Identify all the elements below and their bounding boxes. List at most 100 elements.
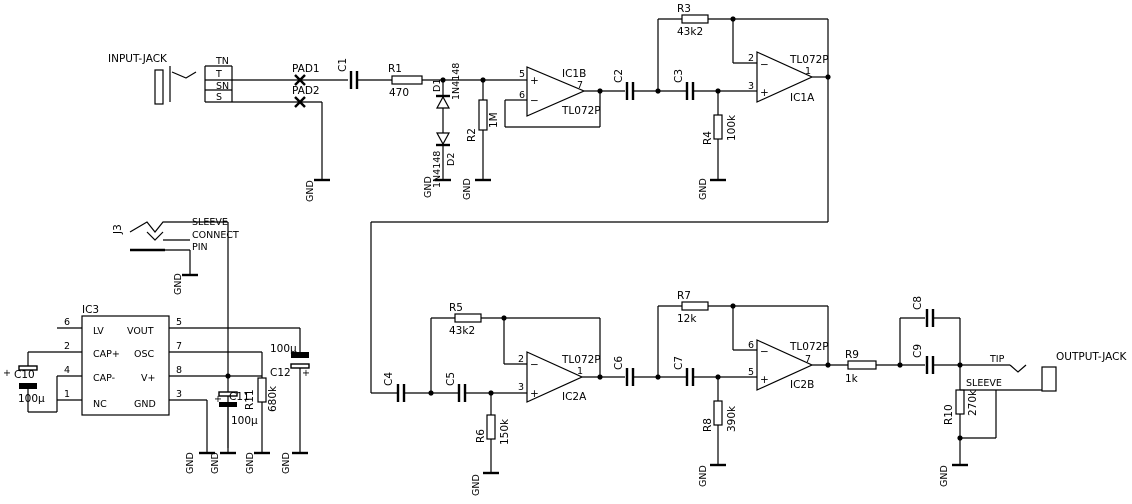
ic1b-pin7: 7 xyxy=(577,80,583,91)
c4-label: C4 xyxy=(383,372,395,386)
r3-label: R3 xyxy=(677,3,691,15)
ic3-pin7: 7 xyxy=(176,341,182,352)
pad2-label: PAD2 xyxy=(292,85,320,97)
c10-plus: + xyxy=(3,368,11,379)
output-jack-label: OUTPUT-JACK xyxy=(1056,351,1127,363)
c11-value: 100µ xyxy=(231,415,258,427)
r1-value: 470 xyxy=(389,87,409,99)
ic3-lv: LV xyxy=(93,326,104,337)
r4-value: 100k xyxy=(726,114,738,141)
c6-label: C6 xyxy=(613,356,625,370)
r7-label: R7 xyxy=(677,290,691,302)
d2-label: D2 xyxy=(446,153,457,166)
gnd-label-r8: GND xyxy=(698,465,709,487)
c10-label: C10 xyxy=(14,369,35,381)
ic1b-opamp xyxy=(504,66,625,128)
d2-diode xyxy=(435,132,451,147)
c8-label: C8 xyxy=(912,296,924,310)
ic2a-plus: + xyxy=(530,388,539,400)
ic1b-pin6: 6 xyxy=(519,90,525,101)
c11-label: C11 xyxy=(229,391,250,403)
r8-value: 390k xyxy=(726,405,738,432)
ic1a-minus: − xyxy=(760,59,769,71)
r5-label: R5 xyxy=(449,302,463,314)
gnd-label-r11: GND xyxy=(245,452,256,474)
gnd-label-c11: GND xyxy=(210,452,221,474)
ic3-pin2: 2 xyxy=(64,341,70,352)
ic1a-plus: + xyxy=(760,87,769,99)
ic3-pin4: 4 xyxy=(64,365,70,376)
ic2b-opamp xyxy=(732,306,848,391)
ic2b-pin6: 6 xyxy=(748,340,754,351)
ic2b-pin5: 5 xyxy=(748,367,754,378)
ic3-nc: NC xyxy=(93,399,107,410)
r10-body xyxy=(955,389,965,415)
c1-label: C1 xyxy=(337,58,349,72)
r4-label: R4 xyxy=(702,131,714,145)
ic3-capm: CAP- xyxy=(93,373,115,384)
ic1b-label: IC1B xyxy=(562,68,586,80)
r1-body xyxy=(391,75,423,85)
ic1a-label: IC1A xyxy=(790,92,815,104)
r3-body xyxy=(681,14,709,24)
ic3-vout: VOUT xyxy=(127,326,154,337)
r6-body xyxy=(486,414,496,440)
r11-value: 680k xyxy=(267,385,279,412)
ic3-pin8: 8 xyxy=(176,365,182,376)
c7-label: C7 xyxy=(673,356,685,370)
ic2b-pin7: 7 xyxy=(805,354,811,365)
gnd-label-input: GND xyxy=(305,180,316,202)
ic3-pin1: 1 xyxy=(64,389,70,400)
tip-label: TIP xyxy=(989,354,1005,365)
ic1a-part: TL072P xyxy=(789,54,829,66)
ic2a-opamp xyxy=(503,318,625,403)
r8-label: R8 xyxy=(702,418,714,432)
r2-value: 1M xyxy=(488,112,500,128)
r7-body xyxy=(681,301,709,311)
input-jack xyxy=(154,65,300,105)
c5-label: C5 xyxy=(445,372,457,386)
c2-label: C2 xyxy=(613,69,625,83)
j3-sleeve-label: SLEEVE xyxy=(192,217,228,228)
sn-label: SN xyxy=(216,81,229,92)
c12-label: C12 xyxy=(270,367,291,379)
ic3-gnd: GND xyxy=(134,399,156,410)
r9-body xyxy=(847,360,877,370)
gnd-label-c12: GND xyxy=(281,452,292,474)
gnd-label-r2: GND xyxy=(462,178,473,200)
r2-body xyxy=(478,99,488,131)
ic1b-pin5: 5 xyxy=(519,69,525,80)
ic2a-pin2: 2 xyxy=(518,354,524,365)
d1-diode xyxy=(435,94,451,109)
r6-value: 150k xyxy=(499,418,511,445)
r10-label: R10 xyxy=(943,404,955,425)
gnd-label-r4: GND xyxy=(698,178,709,200)
ic3-label: IC3 xyxy=(82,304,99,316)
ic1a-pin1: 1 xyxy=(805,66,811,77)
r4-body xyxy=(713,114,723,140)
r11-label: R11 xyxy=(244,389,256,410)
ic2b-part: TL072P xyxy=(789,341,829,353)
ic3-pin5: 5 xyxy=(176,317,182,328)
j3-label: J3 xyxy=(112,224,124,235)
gnd-label-j3: GND xyxy=(173,273,184,295)
ic2b-label: IC2B xyxy=(790,379,814,391)
r3-value: 43k2 xyxy=(677,26,703,38)
c10-value: 100µ xyxy=(18,393,45,405)
ic2b-plus: + xyxy=(760,374,769,386)
c11-plus: + xyxy=(214,394,222,405)
ic2b-minus: − xyxy=(760,346,769,358)
c9-label: C9 xyxy=(912,344,924,358)
ic3-body xyxy=(81,315,170,416)
c12-plus: + xyxy=(302,368,310,379)
t-label: T xyxy=(215,69,222,80)
r2-label: R2 xyxy=(466,128,478,142)
ic3-pin3: 3 xyxy=(176,389,182,400)
r9-label: R9 xyxy=(845,349,859,361)
ic1b-plus: + xyxy=(530,75,539,87)
ic3-pin6: 6 xyxy=(64,317,70,328)
c3-label: C3 xyxy=(673,69,685,83)
r7-value: 12k xyxy=(677,313,697,325)
